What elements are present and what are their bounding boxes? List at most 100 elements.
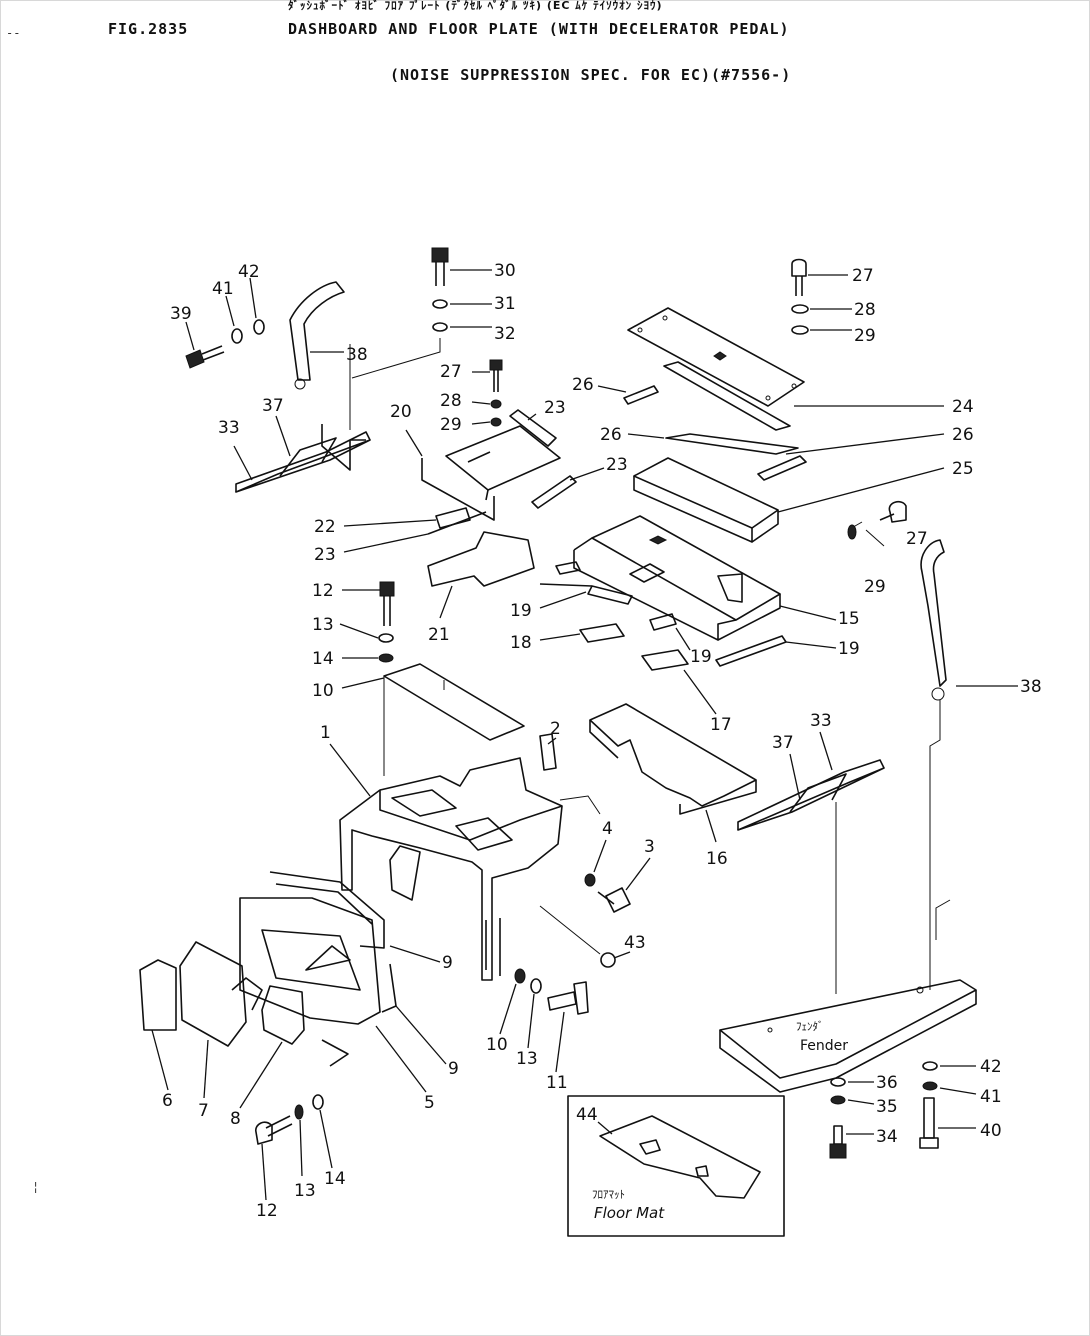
washer-29-side: [847, 524, 857, 540]
callout: 35: [876, 1097, 898, 1117]
callout: 25: [952, 459, 974, 479]
callout: 21: [428, 625, 450, 645]
step-plate-right: [737, 759, 885, 831]
margin-mark: --: [6, 26, 21, 40]
floor-mat-label: Floor Mat: [594, 1204, 665, 1222]
callout: 23: [544, 398, 566, 418]
washer-28-center: [490, 399, 502, 409]
part-17: [641, 649, 689, 671]
bracket-2: [539, 733, 557, 771]
bolt-40: [919, 1097, 939, 1149]
callout: 26: [572, 375, 594, 395]
callout: 16: [706, 849, 728, 869]
washer-4: [584, 873, 596, 887]
strip-23-top: [509, 409, 557, 447]
callout: 14: [312, 649, 334, 669]
callout: 8: [230, 1109, 241, 1129]
margin-mark: ¦: [32, 1180, 40, 1194]
callout: 33: [218, 418, 240, 438]
floor-mat-inset: [567, 1095, 785, 1237]
callout: 28: [854, 300, 876, 320]
callout: 2: [550, 719, 561, 739]
leader-bolt-30: [351, 338, 441, 379]
dashboard-1: [339, 757, 601, 981]
bracket-20: [321, 344, 561, 521]
inset-part-number: 44: [576, 1105, 598, 1125]
callout: 13: [516, 1049, 538, 1069]
callout: 38: [1020, 677, 1042, 697]
bolt-11: [547, 981, 589, 1015]
callout: 12: [312, 581, 334, 601]
leader-43: [539, 905, 601, 955]
callout: 34: [876, 1127, 898, 1147]
panel-7: [179, 941, 247, 1047]
panel-7-fold: [231, 977, 263, 1011]
bolt-27-side: [879, 500, 907, 523]
callout: 19: [838, 639, 860, 659]
washer-32: [432, 322, 448, 332]
strip-23-right: [531, 475, 577, 509]
leader-lines: [151, 269, 1018, 1201]
seal-9: [269, 871, 397, 1013]
washer-10-lower: [514, 968, 526, 984]
callout: 38: [346, 345, 368, 365]
callout: 13: [294, 1181, 316, 1201]
callout: 3: [644, 837, 655, 857]
block-6: [139, 959, 177, 1031]
callout: 41: [980, 1087, 1002, 1107]
fender-label-jp: ﾌｪﾝﾀﾞ: [796, 1020, 824, 1033]
washer-31: [432, 299, 448, 309]
diagram-subtitle: (NOISE SUPPRESSION SPEC. FOR EC)(#7556-): [390, 66, 792, 84]
callout: 40: [980, 1121, 1002, 1141]
plate-16: [589, 703, 757, 815]
callout: 1: [320, 723, 331, 743]
fender: [719, 899, 977, 1093]
bolt-34: [829, 1125, 847, 1159]
callout: 9: [448, 1059, 459, 1079]
callout: 22: [314, 517, 336, 537]
callout: 23: [314, 545, 336, 565]
pad-19-c: [649, 613, 677, 631]
callout: 10: [486, 1035, 508, 1055]
washer-13-lower2: [294, 1104, 304, 1120]
callout: 37: [262, 396, 284, 416]
callout: 31: [494, 294, 516, 314]
callout: 13: [312, 615, 334, 635]
callout: 6: [162, 1091, 173, 1111]
bolt-27-top: [791, 258, 807, 296]
handrail-left: [289, 281, 345, 390]
handrail-right: [920, 539, 947, 701]
washer-41-lower: [922, 1081, 938, 1091]
part-23-lower: [427, 511, 487, 535]
seal-26-a: [663, 361, 791, 431]
seal-26-c: [665, 433, 799, 455]
callout: 23: [606, 455, 628, 475]
bolt-39: [185, 345, 225, 369]
callout: 20: [390, 402, 412, 422]
callout: 19: [690, 647, 712, 667]
part-22: [435, 507, 471, 529]
bolt-30: [431, 247, 449, 286]
washer-14-lower: [312, 1094, 324, 1110]
callout: 18: [510, 633, 532, 653]
washer-36: [830, 1077, 846, 1087]
floor-plate-24: [627, 307, 805, 407]
callout: 4: [602, 819, 613, 839]
washer-29-center: [490, 417, 502, 427]
cover-25: [633, 457, 779, 543]
leader-44: [597, 1121, 613, 1135]
callout: 11: [546, 1073, 568, 1093]
nut-42: [253, 319, 265, 335]
bolt-27-center: [489, 359, 503, 392]
bolt-12-upper: [379, 581, 395, 626]
callout: 14: [324, 1169, 346, 1189]
callout: 27: [906, 529, 928, 549]
pad-8: [261, 985, 305, 1045]
callout: 10: [312, 681, 334, 701]
callout: 41: [212, 279, 234, 299]
callout: 17: [710, 715, 732, 735]
callout: 12: [256, 1201, 278, 1221]
callout-labels: 30 31 32 27 28 29 42 41 39 38 37 33 20 2…: [162, 261, 1042, 1221]
grommet-43: [600, 952, 616, 968]
